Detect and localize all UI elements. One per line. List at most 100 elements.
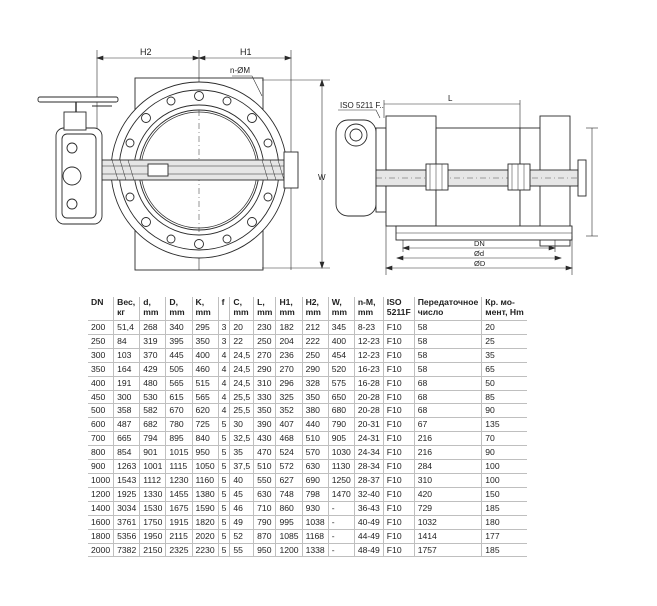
- table-cell: 270: [253, 347, 277, 363]
- table-cell: 445: [165, 347, 193, 363]
- table-cell: 1800: [88, 528, 115, 543]
- table-cell: 67: [414, 417, 483, 432]
- table-cell: 212: [302, 320, 329, 335]
- table-cell: 1030: [328, 445, 355, 460]
- column-header-line: DN: [91, 297, 104, 307]
- table-cell: -: [328, 528, 355, 543]
- table-cell: 840: [192, 431, 219, 446]
- table-cell: 950: [192, 445, 219, 460]
- label-n-phi-m: n-ØM: [230, 66, 250, 75]
- column-header: L,mm: [253, 297, 277, 321]
- table-cell: 85: [481, 389, 527, 404]
- column-header-line: f: [221, 297, 225, 307]
- table-cell: 340: [165, 320, 193, 335]
- table-cell: 995: [275, 514, 303, 530]
- column-header-line: H2,: [305, 297, 319, 307]
- table-cell: 5: [218, 542, 231, 558]
- table-cell: 1112: [139, 472, 167, 488]
- column-header: H2,mm: [302, 297, 329, 321]
- table-cell: 185: [481, 542, 527, 558]
- table-cell: 1230: [165, 472, 193, 488]
- table-cell: 40: [229, 472, 255, 488]
- column-header-line: mm: [233, 307, 249, 317]
- table-cell: 5: [218, 500, 231, 516]
- table-cell: 900: [88, 459, 115, 474]
- column-header-line: D,: [169, 297, 178, 307]
- table-cell: F10: [383, 542, 415, 558]
- table-cell: 268: [139, 320, 167, 335]
- table-cell: 440: [302, 417, 329, 432]
- table-cell: 2230: [192, 542, 219, 558]
- table-cell: 216: [414, 445, 483, 460]
- table-cell: 1015: [165, 445, 193, 460]
- table-cell: 50: [481, 375, 527, 391]
- table-cell: 8-23: [354, 320, 384, 335]
- table-cell: 222: [302, 333, 329, 349]
- table-cell: 204: [275, 333, 303, 349]
- table-cell: 1414: [414, 528, 483, 543]
- table-cell: F10: [383, 403, 415, 418]
- label-h1: H1: [240, 47, 252, 57]
- column-header: C,mm: [229, 297, 255, 321]
- table-cell: 24-31: [354, 431, 384, 446]
- column-header-line: K,: [195, 297, 205, 307]
- table-cell: 68: [414, 403, 483, 418]
- table-cell: 216: [414, 431, 483, 446]
- column-header: Кр. мо-мент, Нm: [482, 297, 527, 321]
- table-cell: 296: [275, 375, 303, 391]
- valve-technical-drawing: H2 H1 n-ØM W: [0, 0, 657, 290]
- table-cell: 420: [414, 486, 483, 502]
- table-cell: 3034: [113, 500, 141, 516]
- table-cell: F10: [383, 500, 415, 516]
- table-cell: 729: [414, 500, 483, 516]
- table-cell: 500: [88, 403, 115, 418]
- table-cell: -: [328, 500, 355, 516]
- table-cell: 2325: [165, 542, 193, 558]
- table-cell: 450: [88, 389, 115, 404]
- table-cell: F10: [383, 320, 415, 335]
- table-cell: 905: [328, 431, 355, 446]
- table-cell: 345: [328, 320, 355, 335]
- table-cell: 2000: [88, 542, 115, 558]
- table-cell: 20-31: [354, 417, 384, 432]
- table-cell: 454: [328, 347, 355, 363]
- table-cell: F10: [383, 389, 415, 404]
- label-phi-d-small: Ød: [474, 249, 484, 258]
- table-cell: 1001: [139, 459, 167, 474]
- table-cell: 550: [253, 472, 277, 488]
- table-cell: 319: [139, 333, 167, 349]
- table-cell: 65: [481, 361, 527, 377]
- table-cell: 24,5: [229, 361, 255, 377]
- table-cell: 45: [229, 486, 255, 502]
- table-cell: 5: [218, 417, 231, 432]
- table-cell: 1000: [88, 472, 115, 488]
- table-cell: 52: [229, 528, 255, 543]
- column-header-line: n-M,: [357, 297, 376, 307]
- table-cell: 570: [302, 445, 329, 460]
- table-cell: 5356: [113, 528, 141, 543]
- table-cell: 48-49: [354, 542, 384, 558]
- column-header-line: Передаточное: [417, 297, 479, 307]
- table-cell: 300: [113, 389, 141, 404]
- table-cell: 2150: [139, 542, 167, 558]
- table-cell: 310: [414, 472, 483, 488]
- table-cell: 4: [218, 375, 231, 391]
- table-cell: 328: [302, 375, 329, 391]
- table-cell: 487: [113, 417, 141, 432]
- table-cell: 352: [275, 403, 303, 418]
- table-cell: 400: [328, 333, 355, 349]
- table-cell: 290: [302, 361, 329, 377]
- table-cell: 1380: [192, 486, 219, 502]
- table-cell: 1168: [302, 528, 329, 543]
- table-cell: 1085: [275, 528, 303, 543]
- table-cell: 870: [253, 528, 277, 543]
- table-cell: F10: [383, 528, 415, 543]
- table-cell: 650: [328, 389, 355, 404]
